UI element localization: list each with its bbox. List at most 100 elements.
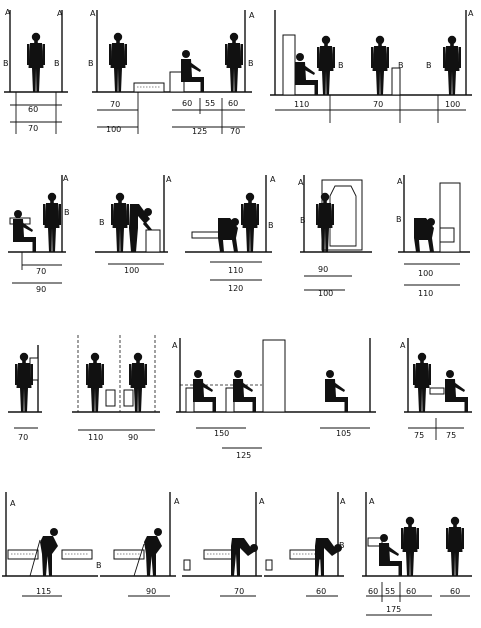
wall-marker: A	[174, 497, 180, 506]
dimension-label: 100	[418, 269, 433, 278]
dimension-label: 150	[214, 429, 229, 438]
dimension-label: 60	[182, 99, 192, 108]
panel-9: 70	[8, 345, 42, 442]
dimension-label: 60	[228, 99, 238, 108]
standing-figure	[225, 32, 243, 92]
tile-marker	[183, 559, 191, 571]
standing-figure	[86, 352, 104, 412]
dimension-label: 70	[18, 433, 28, 442]
standing-figure	[111, 192, 129, 252]
panel-17: A 60 55 60 175 60	[362, 492, 472, 616]
panel-7: A B 90 100	[298, 175, 372, 298]
dimension-label: 110	[88, 433, 103, 442]
wall-marker: A	[249, 11, 255, 20]
standing-figure	[371, 35, 389, 95]
reclining-figure	[325, 370, 348, 412]
seated-figure	[193, 370, 216, 412]
basin	[105, 389, 116, 407]
dimension-label: 110	[228, 266, 243, 275]
cabinet	[282, 34, 296, 96]
wall-marker: A	[90, 9, 96, 18]
panel-5: A B 100	[95, 175, 172, 275]
dimension-label: 70	[36, 267, 46, 276]
tile-marker	[265, 559, 273, 571]
crouching-figure	[414, 218, 435, 252]
dimension-label: 70	[110, 100, 120, 109]
panel-6: A B 110 120	[185, 175, 276, 293]
standing-figure	[317, 35, 335, 95]
bed-marker: B	[248, 59, 254, 68]
dimension-label: 60	[450, 587, 460, 596]
panel-16: A B 60	[264, 492, 346, 597]
dimension-label: 100	[106, 125, 121, 134]
door-panel	[262, 339, 286, 413]
seated-figure	[13, 210, 36, 252]
dimension-label: 110	[418, 289, 433, 298]
panel-15: A 70	[182, 492, 265, 597]
standing-figure	[413, 352, 431, 412]
dimension-label: 70	[28, 124, 38, 133]
chair	[185, 387, 195, 413]
bed-marker: B	[338, 61, 344, 70]
sink	[367, 537, 383, 547]
standing-figure	[43, 192, 61, 252]
chair	[145, 229, 161, 253]
dimension-label: 70	[234, 587, 244, 596]
wall-marker: A	[270, 175, 276, 184]
wall-marker: A	[63, 174, 69, 183]
dimension-label: 125	[236, 451, 251, 460]
bed-marker: B	[99, 218, 105, 227]
bed	[7, 549, 39, 560]
standing-figure	[27, 32, 45, 92]
panel-12: A 75 75	[400, 338, 472, 440]
dimension-label: 60	[406, 587, 416, 596]
panel-10: 110 90	[72, 335, 160, 442]
dimension-label: 70	[230, 127, 240, 136]
chair	[225, 387, 235, 413]
dimension-label: 115	[36, 587, 51, 596]
diagram-marker: B	[96, 561, 102, 570]
wall-marker: A	[369, 497, 375, 506]
dimension-label: 110	[294, 100, 309, 109]
wall-marker: A	[468, 9, 474, 18]
bed-marker: B	[54, 59, 60, 68]
dimension-label: 55	[205, 99, 215, 108]
wall-marker: A	[172, 341, 178, 350]
wall-marker: A	[166, 175, 172, 184]
wall-marker: A	[397, 177, 403, 186]
bed-marker: B	[268, 221, 274, 230]
dimension-label: 90	[128, 433, 138, 442]
dimension-label: 90	[36, 285, 46, 294]
dimension-label: 125	[192, 127, 207, 136]
dimension-label: 75	[414, 431, 424, 440]
dimension-label: 100	[124, 266, 139, 275]
seated-figure	[233, 370, 256, 412]
standing-figure	[109, 32, 127, 92]
standing-figure	[443, 35, 461, 95]
crouching-figure	[218, 218, 239, 252]
wall-marker: A	[340, 497, 346, 506]
bed-marker: B	[64, 208, 70, 217]
panel-13: A 115	[2, 492, 98, 597]
panel-3: A B B B 110 70 100	[270, 9, 474, 123]
dimension-label: 55	[385, 587, 395, 596]
bed-marker: B	[88, 59, 94, 68]
bed-marker: B	[398, 61, 404, 70]
standing-figure	[401, 516, 419, 576]
standing-figure	[241, 192, 259, 252]
bed	[133, 82, 165, 93]
bed-marker: B	[396, 215, 402, 224]
seated-figure	[295, 53, 318, 95]
dimension-label: 75	[446, 431, 456, 440]
dimension-label: 120	[228, 284, 243, 293]
wall-marker: A	[400, 341, 406, 350]
panel-11: A 150 125 105	[172, 338, 376, 460]
sweeping-figure	[144, 528, 162, 576]
diagram-marker: B	[300, 216, 306, 225]
bench	[191, 231, 223, 239]
drawer	[439, 227, 455, 243]
wall-marker: A	[57, 9, 63, 18]
panel-2: A A B B 70 100 60 55 60 125 70	[88, 9, 255, 136]
standing-figure	[446, 516, 464, 576]
bed	[203, 549, 235, 560]
